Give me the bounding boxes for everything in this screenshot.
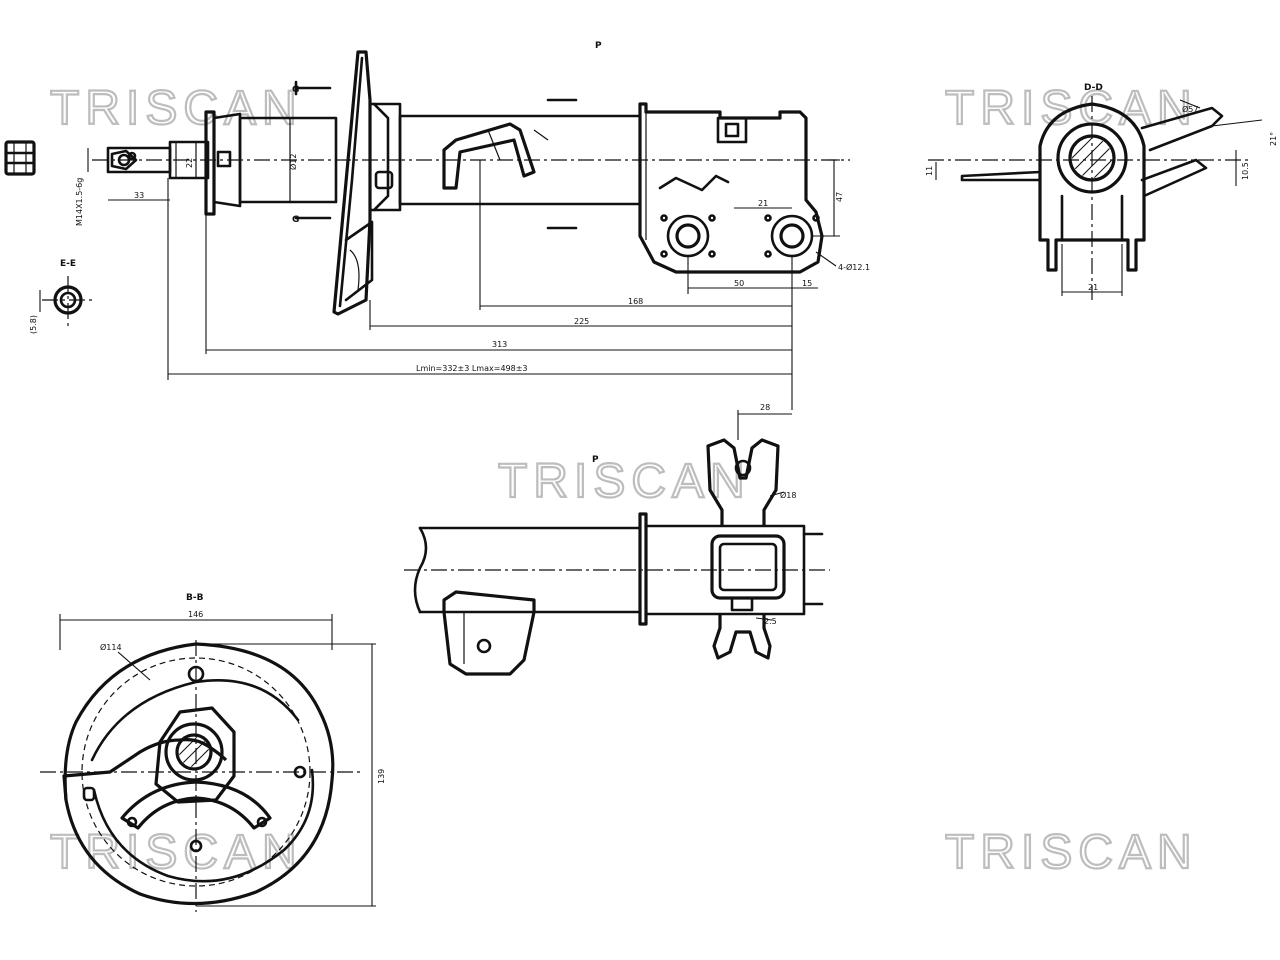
view-e-label: E-E: [60, 259, 76, 269]
dim-313: 313: [492, 340, 507, 349]
strut-side-view: G G 33: [75, 50, 870, 440]
dim-lmin-lmax: Lmin=332±3 Lmax=498±3: [416, 364, 528, 373]
dim-dd-11: 11: [925, 166, 934, 176]
dim-50: 50: [734, 279, 744, 288]
watermark-top-left: TRISCAN: [50, 82, 303, 135]
view-p: P Ø18 2.5: [404, 438, 830, 676]
dim-bb-139: 139: [377, 769, 386, 784]
watermark-middle: TRISCAN: [498, 455, 751, 508]
view-e-e: E-E (5.8): [29, 259, 94, 334]
nut-detail: [4, 140, 36, 176]
view-d-label: D-D: [1084, 83, 1103, 93]
dim-28: 28: [760, 403, 770, 412]
watermarks: TRISCAN TRISCAN TRISCAN TRISCAN TRISCAN: [49, 81, 1198, 880]
dim-33: 33: [134, 191, 144, 200]
dim-21-top: 21: [758, 199, 768, 208]
view-p-label: P: [592, 455, 599, 465]
dim-22: 22: [185, 158, 194, 168]
dim-e: (5.8): [29, 315, 38, 334]
dim-168: 168: [628, 297, 643, 306]
dim-dd-105: 10.5: [1241, 162, 1250, 180]
watermark-top-right: TRISCAN: [945, 82, 1198, 135]
dim-dd-angle: 21°: [1269, 132, 1278, 146]
dim-15: 15: [802, 279, 812, 288]
arrow-g-top-label: G: [292, 85, 299, 95]
view-arrow-p-label: P: [595, 41, 602, 51]
view-b-b: B-B 146 139 Ø114: [40, 593, 386, 912]
watermark-bottom-right: TRISCAN: [945, 826, 1198, 879]
view-b-label: B-B: [186, 593, 204, 603]
dim-small: 2.5: [764, 617, 777, 626]
dim-holes: 4-Ø12.1: [838, 262, 870, 272]
dim-thread: M14X1.5-6g: [75, 178, 84, 226]
arrow-g-bottom-label: G: [292, 215, 299, 225]
dim-dd-d57: Ø57: [1182, 104, 1198, 114]
dim-225: 225: [574, 317, 589, 326]
dim-bb-146: 146: [188, 610, 203, 619]
watermark-bottom-left: TRISCAN: [50, 826, 303, 879]
dim-bb-d114: Ø114: [100, 642, 122, 652]
dim-rod-dia: Ø12: [288, 154, 298, 170]
dim-d18: Ø18: [780, 490, 796, 500]
dim-dd-21: 21: [1088, 283, 1098, 292]
dim-47: 47: [835, 192, 844, 202]
